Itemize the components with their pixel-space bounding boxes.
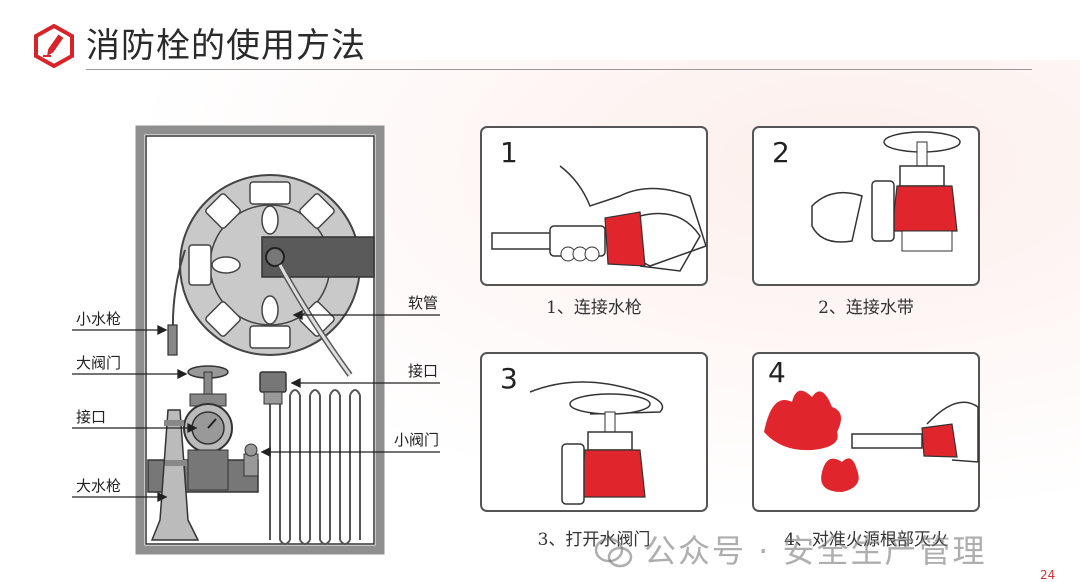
pencil-icon: [34, 24, 74, 68]
label-small-nozzle: 小水枪: [76, 310, 122, 328]
step-1-illustration: 1: [480, 126, 708, 286]
step-2-caption: 2、连接水带: [818, 298, 914, 318]
title-divider: [86, 69, 1032, 70]
label-big-nozzle: 大水枪: [76, 477, 122, 495]
big-nozzle: [150, 409, 200, 541]
label-connector-left: 接口: [76, 408, 107, 426]
label-hose: 软管: [408, 294, 439, 312]
step-1-number: 1: [500, 136, 518, 169]
step-4-caption: 4、对准火源根部灭火: [784, 530, 948, 550]
label-connector-right: 接口: [408, 362, 439, 380]
step-1-caption: 1、连接水枪: [546, 298, 642, 318]
step-4-number: 4: [768, 356, 786, 389]
page-title: 消防栓的使用方法: [86, 26, 366, 66]
step-3-caption: 3、打开水阀门: [537, 530, 651, 550]
page-number: 24: [1040, 568, 1056, 582]
label-small-valve: 小阀门: [394, 431, 440, 449]
hydrant-cabinet-diagram: [135, 125, 385, 555]
step-2-illustration: 2: [752, 126, 980, 286]
label-big-valve: 大阀门: [76, 354, 122, 372]
wechat-icon: [594, 537, 633, 568]
watermark-text: 公众号 · 安全生产管理: [644, 532, 987, 570]
step-3-illustration: 3: [480, 352, 708, 512]
step-2-number: 2: [772, 136, 790, 169]
big-valve: [183, 365, 233, 491]
step-4-illustration: 4: [752, 352, 980, 512]
step-3-number: 3: [500, 362, 518, 395]
